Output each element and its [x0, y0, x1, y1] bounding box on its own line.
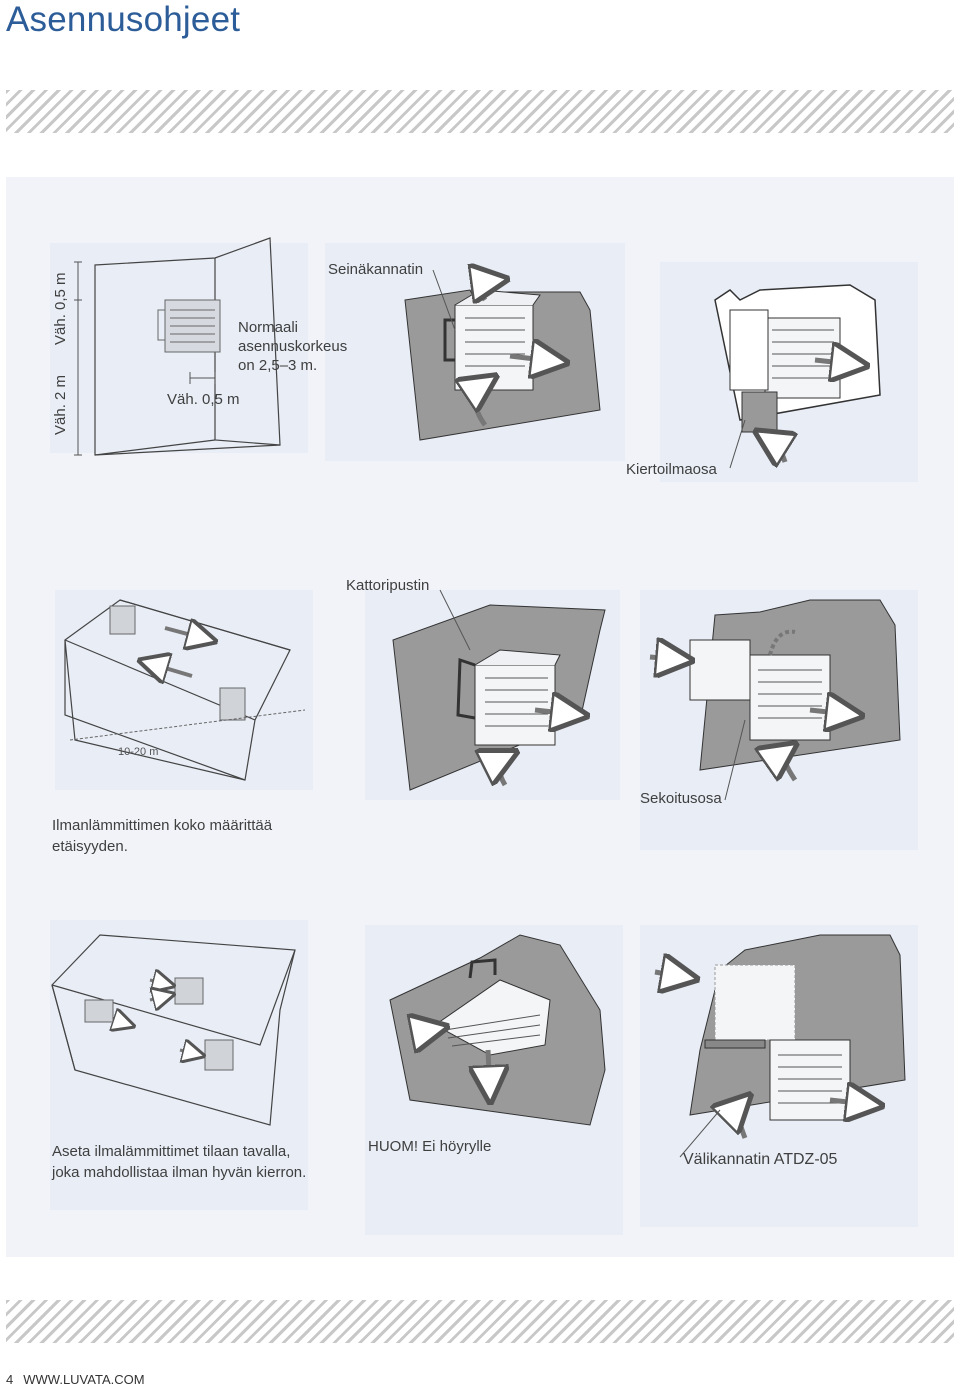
- recirculation-label: Kiertoilmaosa: [626, 461, 717, 478]
- wall-bracket-label: Seinäkannatin: [328, 261, 424, 278]
- normal-height-text: Normaali asennuskorkeus on 2,5–3 m.: [238, 319, 348, 374]
- steam-caption: HUOM! Ei höyrylle: [368, 1138, 492, 1155]
- distance-arrows: [145, 628, 210, 676]
- mixing-sketch: [649, 599, 901, 780]
- min-top-label: Väh. 0,5 m: [52, 272, 69, 345]
- hatched-band-bottom: [6, 1300, 954, 1343]
- mixing-label: Sekoitusosa: [640, 790, 722, 807]
- recirculation-sketch: [714, 284, 881, 462]
- ceiling-bracket-label: Kattoripustin: [346, 577, 430, 594]
- page-number: 4: [6, 1372, 14, 1387]
- ceiling-bracket-sketch: [392, 604, 606, 791]
- distance-caption: Ilmanlämmittimen koko määrittää etäisyyd…: [52, 817, 273, 855]
- placement-caption: Aseta ilmalämmittimet tilaan tavalla, jo…: [52, 1143, 307, 1181]
- page-title: Asennusohjeet: [6, 0, 241, 39]
- distance-heaters: [109, 605, 246, 721]
- min-side-label: Väh. 0,5 m: [167, 391, 240, 408]
- hatched-band-top: [6, 90, 954, 133]
- figure-placement: [50, 920, 308, 1210]
- placement-sketch: [51, 934, 296, 1126]
- dimension-lines: [74, 261, 216, 456]
- min-height-label: Väh. 2 m: [52, 374, 69, 435]
- steam-sketch: [389, 934, 606, 1126]
- placement-heaters: [84, 977, 234, 1071]
- height-heater-1: [157, 299, 221, 353]
- intermediate-sketch: [654, 934, 906, 1139]
- placement-arrows: [115, 980, 200, 1055]
- intermediate-label: Välikannatin ATDZ-05: [683, 1151, 838, 1168]
- distance-sketch: [64, 599, 291, 781]
- page-footer: 4 WWW.LUVATA.COM: [6, 1372, 155, 1387]
- wall-bracket-sketch: [404, 280, 601, 441]
- distance-measure: 10-20 m: [118, 746, 159, 758]
- website-text: WWW.LUVATA.COM: [23, 1372, 145, 1387]
